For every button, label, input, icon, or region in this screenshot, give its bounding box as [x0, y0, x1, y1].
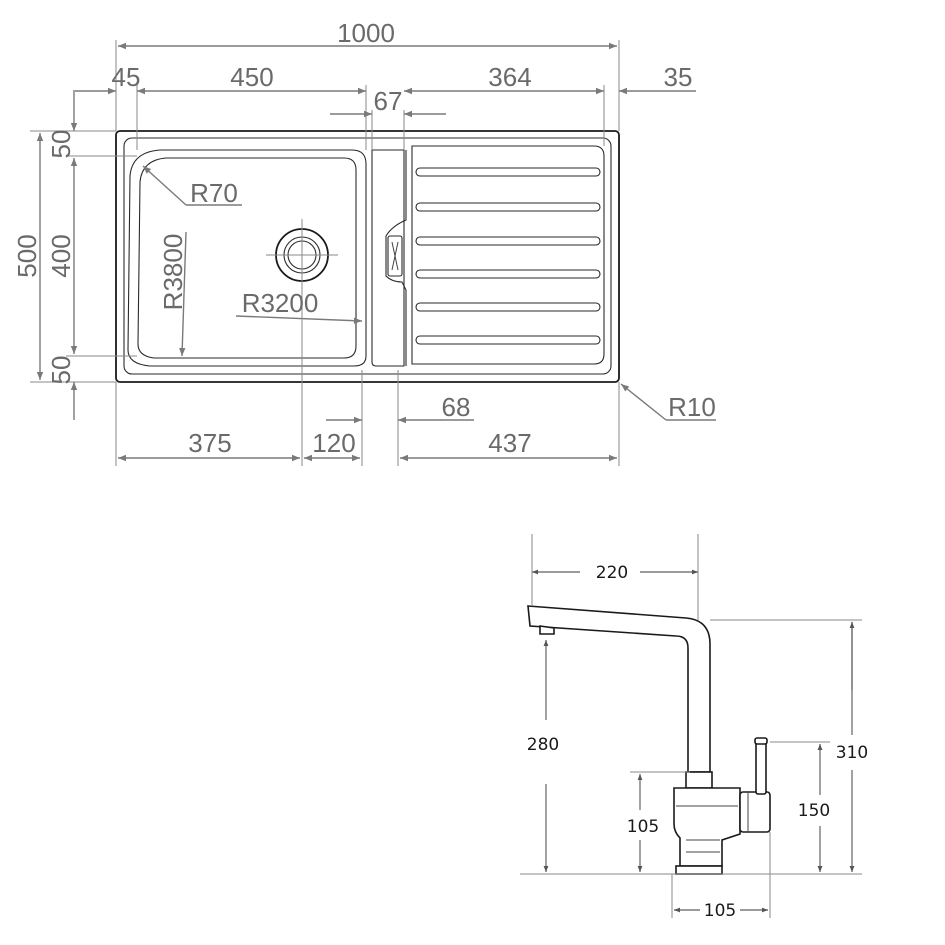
- dim-bottom-radius: R3200: [242, 288, 319, 318]
- dim-bowl-width: 450: [230, 62, 273, 92]
- sink-dimension-lines: [30, 40, 716, 466]
- sink-bowl-inner: [137, 157, 357, 359]
- dim-total-height: 310: [836, 743, 868, 763]
- sink-bowl-outline: [127, 149, 367, 367]
- tap-lever: [755, 741, 767, 795]
- sink-outer-rim: [115, 130, 620, 383]
- tap-base: [675, 865, 723, 875]
- overflow-slot: [385, 150, 407, 366]
- dim-bottom-margin: 50: [46, 356, 76, 385]
- dim-divider: 67: [374, 86, 403, 116]
- waste-outlet: [266, 219, 338, 291]
- dim-drainer-width: 364: [488, 62, 531, 92]
- dim-spout-reach: 220: [596, 563, 628, 583]
- dim-body-height: 105: [627, 817, 659, 837]
- tap-side-view: [527, 605, 771, 875]
- divider-strip: [371, 149, 405, 367]
- sink-dimension-labels: 1000 45 450 67 364 35 500 400 50 50 R70 …: [12, 18, 716, 458]
- dim-right-margin: 35: [664, 62, 693, 92]
- tap-dimension-labels: 220 280 310 150 105 105: [527, 563, 868, 921]
- tap-dimension-lines: [520, 534, 862, 918]
- dim-waste-offset: 375: [188, 428, 231, 458]
- sink-inner-rim: [123, 137, 612, 375]
- drainer-grooves: [415, 167, 601, 345]
- dim-lever-height: 150: [798, 801, 830, 821]
- dim-drainer-length: 437: [488, 428, 531, 458]
- dim-overflow-gap: 68: [442, 392, 471, 422]
- dim-overall-depth: 500: [12, 234, 42, 277]
- tap-body: [673, 787, 741, 867]
- dim-base-width: 105: [704, 901, 736, 921]
- tap-collar: [685, 771, 713, 789]
- tap-aerator: [539, 625, 555, 635]
- dim-corner-radius: R70: [190, 178, 238, 208]
- tap-lever-housing: [739, 791, 771, 833]
- sink-top-view: [115, 130, 620, 383]
- dim-top-margin: 50: [46, 130, 76, 159]
- dim-overall-width: 1000: [337, 18, 395, 48]
- dim-spout-height: 280: [527, 735, 559, 755]
- dim-waste-to-divider: 120: [312, 428, 355, 458]
- dim-left-margin: 45: [112, 62, 141, 92]
- dim-bowl-depth: 400: [46, 234, 76, 277]
- dim-side-radius: R3800: [158, 234, 188, 311]
- drainer-outline: [411, 145, 605, 365]
- dim-outer-radius: R10: [668, 392, 716, 422]
